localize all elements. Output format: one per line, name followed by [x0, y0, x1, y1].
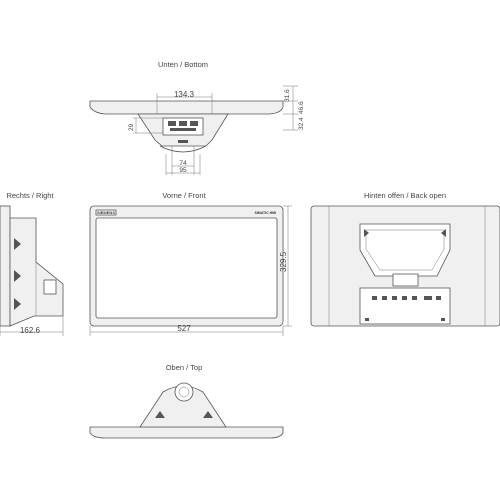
io-port: [402, 296, 407, 300]
back-foot: [441, 318, 445, 321]
right-tab: [14, 298, 21, 310]
connector-port: [170, 128, 196, 131]
back-io-area: [359, 287, 451, 325]
dim-46-6: 46.6: [298, 101, 305, 114]
back-foot: [365, 318, 369, 321]
back-mount-outline: [359, 223, 451, 277]
right-tab: [14, 270, 21, 282]
bottom-mount-curve: [159, 145, 207, 153]
right-panel-edge: [0, 205, 11, 327]
front-screen: [95, 217, 278, 319]
bottom-panel-outline: [89, 100, 284, 115]
io-port: [436, 296, 441, 300]
right-housing-outline: [9, 217, 64, 327]
dim-32-4: 32.4: [298, 117, 305, 130]
right-view: Rechts / Right 162.6: [0, 191, 64, 336]
dim-162-6: 162.6: [20, 326, 41, 335]
back-clip: [364, 229, 369, 237]
brand-label-box: [95, 209, 117, 216]
connector-port: [190, 121, 198, 126]
io-port: [382, 296, 387, 300]
back-view: Hinten offen / Back open: [310, 191, 500, 327]
right-connector: [43, 279, 57, 295]
dim-74: 74: [179, 160, 187, 167]
io-port: [412, 296, 417, 300]
dim-95: 95: [179, 167, 187, 174]
bottom-connector-block: [162, 117, 204, 136]
top-clip: [203, 411, 213, 418]
connector-port: [179, 121, 187, 126]
dim-29: 29: [128, 123, 135, 131]
top-view-title: Oben / Top: [166, 363, 203, 372]
io-port: [372, 296, 377, 300]
back-clip: [441, 229, 446, 237]
top-view: Oben / Top: [89, 363, 284, 439]
bottom-latch: [178, 140, 188, 143]
connector-port: [168, 121, 176, 126]
back-mount-inner: [365, 229, 445, 271]
top-cable-outlet: [174, 382, 194, 402]
bottom-view: Unten / Bottom 134.3 31.6 32.4 46.6 29: [89, 60, 305, 175]
right-tab: [14, 238, 21, 250]
io-port: [424, 296, 432, 300]
back-bracket: [392, 273, 419, 287]
top-panel-outline: [89, 426, 284, 439]
dim-527: 527: [177, 324, 191, 333]
bottom-view-title: Unten / Bottom: [158, 60, 208, 69]
back-view-title: Hinten offen / Back open: [364, 191, 446, 200]
right-view-title: Rechts / Right: [6, 191, 54, 200]
dim-329-5: 329.5: [279, 251, 288, 272]
dim-134-3: 134.3: [174, 90, 195, 99]
model-label: SIMATIC HMI: [254, 211, 276, 215]
io-port: [392, 296, 397, 300]
dim-31-6: 31.6: [284, 89, 291, 102]
front-view-title: Vorne / Front: [162, 191, 206, 200]
front-view: Vorne / Front SIEMENS SIMATIC HMI 329.5 …: [89, 191, 292, 336]
top-clip: [155, 411, 165, 418]
top-cable-outlet-inner: [178, 386, 190, 398]
brand-label: SIEMENS: [97, 210, 115, 215]
